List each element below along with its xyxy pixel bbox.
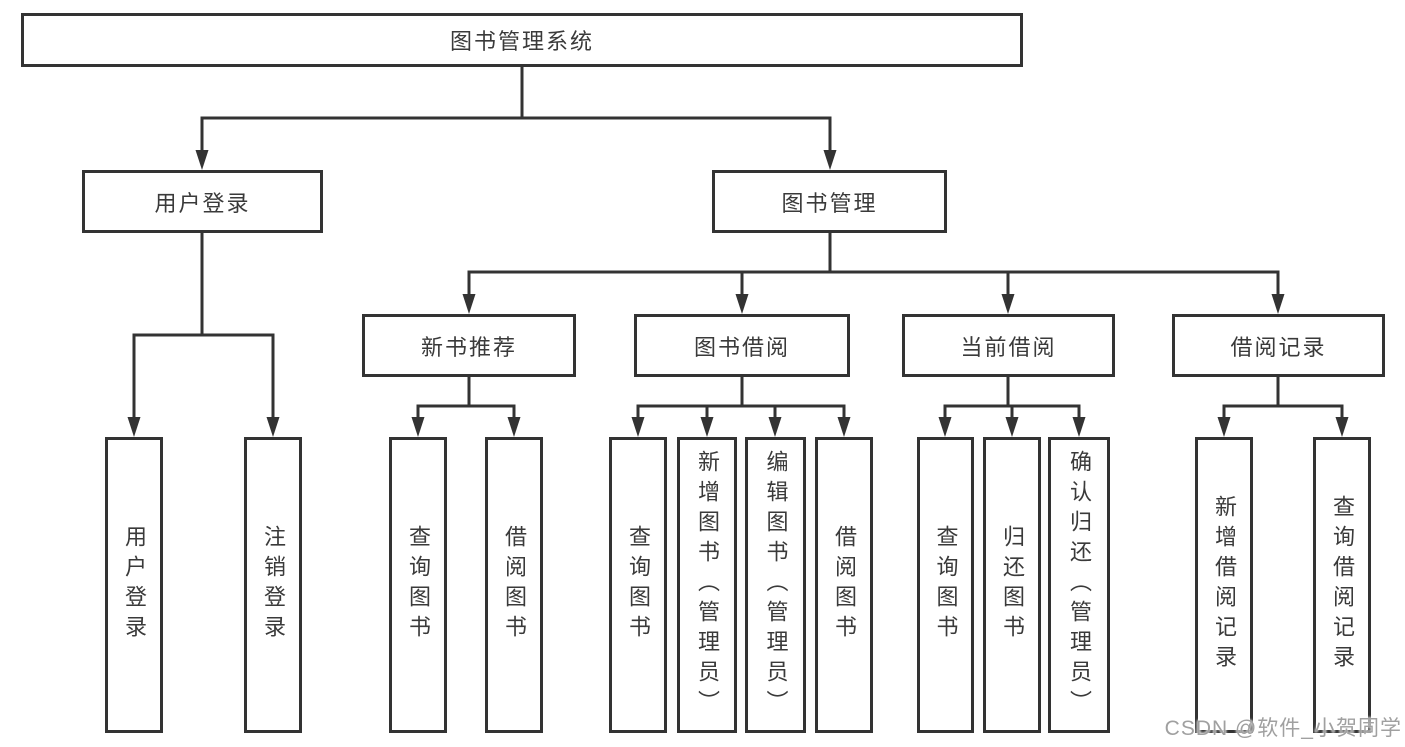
tree-edges bbox=[132, 65, 1344, 427]
arrowhead bbox=[938, 417, 952, 437]
arrowhead bbox=[507, 417, 521, 437]
leaf-label: 注销登录 bbox=[261, 525, 286, 645]
arrowhead bbox=[127, 417, 141, 437]
edge-record-to-leaves bbox=[1222, 375, 1344, 427]
leaf-query-books-current: 查询图书 bbox=[917, 437, 974, 733]
leaf-query-borrow-record: 查询借阅记录 bbox=[1313, 437, 1371, 733]
arrowhead bbox=[700, 417, 714, 437]
arrowhead bbox=[195, 150, 209, 170]
leaf-return-book: 归还图书 bbox=[983, 437, 1041, 733]
node-book-borrowing: 图书借阅 bbox=[634, 314, 850, 377]
leaf-add-book-admin: 新增图书（管理员） bbox=[677, 437, 737, 733]
edge-manage-to-level2 bbox=[467, 231, 1280, 304]
leaf-borrow-books: 借阅图书 bbox=[815, 437, 873, 733]
leaf-label: 用户登录 bbox=[122, 525, 147, 645]
node-library-system: 图书管理系统 bbox=[21, 13, 1023, 67]
edge-borrow-to-leaves bbox=[636, 375, 846, 427]
leaf-query-books-recommend: 查询图书 bbox=[389, 437, 447, 733]
arrowhead bbox=[631, 417, 645, 437]
leaf-label: 借阅图书 bbox=[832, 525, 857, 645]
leaf-label: 查询图书 bbox=[406, 525, 431, 645]
leaf-label: 新增借阅记录 bbox=[1212, 495, 1237, 675]
arrowhead bbox=[266, 417, 280, 437]
node-borrowing-records: 借阅记录 bbox=[1172, 314, 1385, 377]
arrowhead bbox=[735, 294, 749, 314]
edge-root-to-level1 bbox=[200, 65, 832, 160]
leaf-edit-book-admin: 编辑图书（管理员） bbox=[745, 437, 806, 733]
leaf-label: 查询图书 bbox=[626, 525, 651, 645]
leaf-label: 归还图书 bbox=[1000, 525, 1025, 645]
arrowhead bbox=[411, 417, 425, 437]
leaf-add-borrow-record: 新增借阅记录 bbox=[1195, 437, 1253, 733]
arrowhead bbox=[823, 150, 837, 170]
arrowhead bbox=[1072, 417, 1086, 437]
edge-newbook-to-leaves bbox=[416, 375, 516, 427]
leaf-borrow-books-recommend: 借阅图书 bbox=[485, 437, 543, 733]
arrowhead bbox=[837, 417, 851, 437]
edge-login-to-leaves bbox=[132, 231, 275, 427]
node-new-book-recommend: 新书推荐 bbox=[362, 314, 576, 377]
leaf-user-login: 用户登录 bbox=[105, 437, 163, 733]
arrowhead bbox=[1335, 417, 1349, 437]
leaf-label: 确认归还（管理员） bbox=[1067, 450, 1092, 720]
arrowheads bbox=[127, 150, 1349, 437]
leaf-label: 新增图书（管理员） bbox=[695, 450, 720, 720]
arrowhead bbox=[1001, 294, 1015, 314]
node-current-borrowing: 当前借阅 bbox=[902, 314, 1115, 377]
leaf-query-books-borrow: 查询图书 bbox=[609, 437, 667, 733]
leaf-confirm-return-admin: 确认归还（管理员） bbox=[1048, 437, 1110, 733]
node-user-login: 用户登录 bbox=[82, 170, 323, 233]
arrowhead bbox=[462, 294, 476, 314]
leaf-label: 查询图书 bbox=[933, 525, 959, 645]
leaf-label: 查询借阅记录 bbox=[1330, 495, 1355, 675]
node-book-management: 图书管理 bbox=[712, 170, 947, 233]
arrowhead bbox=[768, 417, 782, 437]
csdn-watermark: CSDN @软件_小贺同学 bbox=[1164, 717, 1402, 740]
edge-current-to-leaves bbox=[943, 375, 1081, 427]
arrowhead bbox=[1271, 294, 1285, 314]
arrowhead bbox=[1217, 417, 1231, 437]
leaf-label: 借阅图书 bbox=[502, 525, 527, 645]
leaf-logout: 注销登录 bbox=[244, 437, 302, 733]
arrowhead bbox=[1005, 417, 1019, 437]
leaf-label: 编辑图书（管理员） bbox=[763, 450, 789, 720]
